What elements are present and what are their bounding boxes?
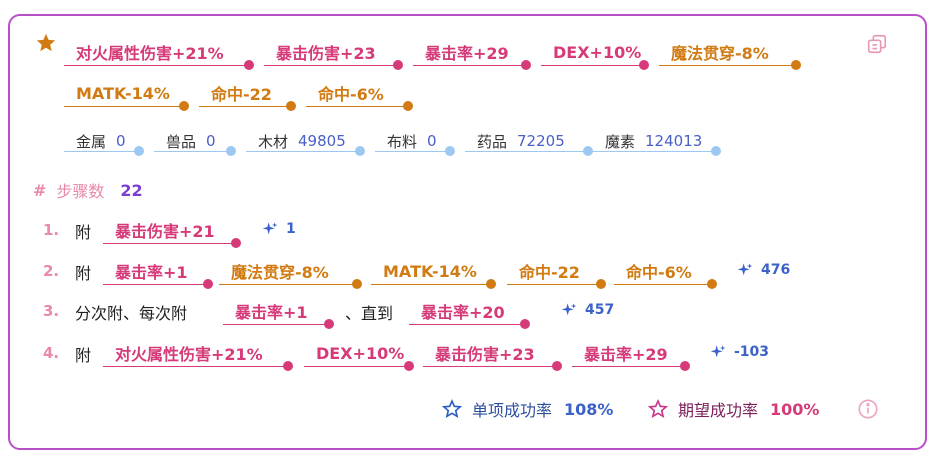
step-attr-tag: 暴击伤害+23 (423, 337, 562, 371)
steps-count: 22 (120, 180, 143, 200)
sparkle-icon (262, 222, 278, 235)
step-action: 附 (75, 346, 92, 365)
step-number: 1. (43, 221, 60, 239)
info-icon[interactable] (857, 398, 879, 420)
steps-header: # 步骤数 22 (33, 180, 143, 202)
target-attr-tag: DEX+10% (541, 36, 649, 70)
step-result: 476 (737, 262, 790, 278)
step-action: 分次附、每次附 (75, 304, 188, 323)
hash-icon: # (33, 180, 47, 200)
target-attr-tag: 暴击伤害+23 (264, 36, 403, 70)
step-attr-tag: 暴击率+20 (409, 295, 530, 329)
star-outline-icon (648, 399, 668, 419)
enchant-panel (8, 14, 927, 450)
step-attr-tag: 暴击率+1 (103, 255, 213, 289)
target-attr-tag: 暴击率+29 (413, 36, 531, 70)
expected-success-rate: 期望成功率 100% (648, 396, 819, 422)
step-number: 2. (43, 262, 60, 280)
step-result: -103 (710, 344, 769, 360)
single-success-rate: 单项成功率 108% (442, 396, 613, 422)
step-result: 457 (561, 302, 614, 318)
sparkle-icon (561, 303, 577, 316)
step-number: 4. (43, 344, 60, 362)
star-outline-icon (442, 399, 462, 419)
target-attr-tag: 命中-22 (199, 77, 296, 111)
step-connector: 、直到 (345, 304, 394, 323)
target-attr-tag: MATK-14% (64, 77, 189, 111)
step-action: 附 (75, 223, 92, 242)
step-attr-tag: 命中-22 (507, 255, 606, 289)
copy-icon[interactable] (866, 33, 888, 55)
step-result: 1 (262, 221, 296, 237)
step-attr-tag: 命中-6% (614, 255, 717, 289)
step-attr-tag: MATK-14% (371, 255, 496, 289)
star-icon (36, 33, 56, 52)
sparkle-icon (737, 263, 753, 276)
step-action: 附 (75, 264, 92, 283)
step-attr-tag: 对火属性伤害+21% (103, 337, 293, 371)
step-attr-tag: 暴击率+1 (223, 295, 334, 329)
step-attr-tag: 暴击伤害+21 (103, 214, 241, 248)
step-number: 3. (43, 302, 60, 320)
target-attr-tag: 魔法贯穿-8% (659, 36, 801, 70)
step-attr-tag: 魔法贯穿-8% (219, 255, 362, 289)
step-attr-tag: DEX+10% (304, 337, 414, 371)
target-attr-tag: 对火属性伤害+21% (64, 36, 254, 70)
sparkle-icon (710, 345, 726, 358)
step-attr-tag: 暴击率+29 (572, 337, 690, 371)
target-attr-tag: 命中-6% (306, 77, 413, 111)
